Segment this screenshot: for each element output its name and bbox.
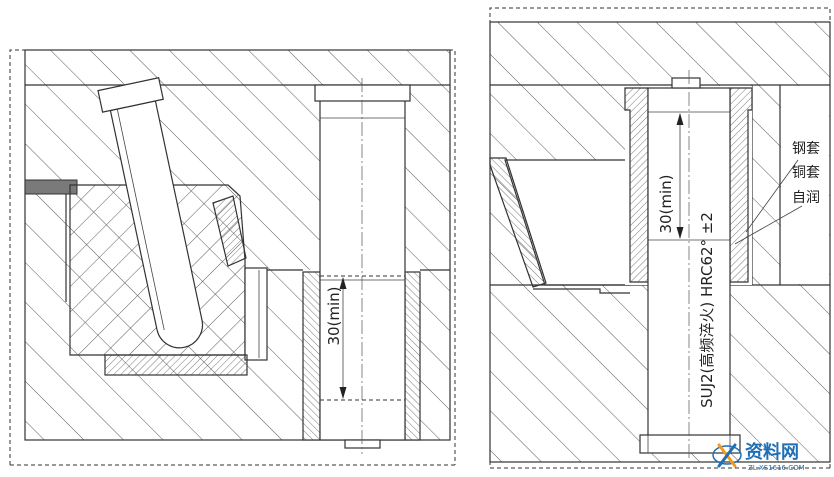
angle-pin (97, 77, 204, 349)
angle-pin-inner-line (116, 108, 165, 331)
left-guide-pin-bottom-stub (344, 439, 381, 449)
watermark-url: ZL.XS1616.COM (748, 464, 805, 472)
bushing-callouts: 钢套 铜套 自润 (734, 141, 820, 245)
left-bushing-wall-right (404, 271, 421, 441)
left-dimension-30min: 30(min) (320, 275, 405, 401)
x-logo-icon (712, 443, 742, 468)
left-section-view: 30(min) (9, 49, 456, 466)
left-guide-pin-head (314, 84, 411, 102)
left-dim-arrow-bottom (339, 387, 347, 399)
left-guide-pin-body (319, 99, 406, 441)
slider-clearance-gap (244, 267, 268, 361)
left-dimension-label: 30(min) (325, 286, 343, 345)
callout-leader-bronze-bushing (734, 205, 803, 245)
slider-wear-plate (104, 354, 248, 376)
left-bushing-wall-left (302, 271, 321, 441)
right-section-view: 30(min) SUJ2(高频淬火) HRC62° ±2 钢套 铜套 自润 (489, 7, 831, 469)
right-guide-pin-assembly (639, 70, 741, 460)
right-label-clear-zone (781, 86, 829, 284)
left-slide-bar (24, 179, 78, 195)
callout-steel-bushing: 钢套 (792, 141, 820, 157)
right-dashed-boundary (489, 7, 831, 468)
x-logo-ring (712, 445, 742, 465)
callout-bronze-bushing: 铜套 (792, 165, 820, 181)
cavity-step-line (533, 288, 630, 294)
right-dimension-label: 30(min) (657, 174, 675, 233)
left-guide-pin-assembly (302, 78, 421, 454)
angle-pin-head (97, 77, 164, 113)
left-dim-arrow-top (339, 277, 347, 289)
guide-pin-material-note: SUJ2(高频淬火) HRC62° ±2 (698, 212, 716, 408)
watermark-brand: 资料网 (745, 441, 799, 463)
right-dim-arrow-bottom (676, 227, 684, 239)
right-dimension-30min: 30(min) (648, 111, 730, 241)
right-dim-arrow-top (676, 113, 684, 125)
slider-heel-wedge (212, 195, 247, 267)
callout-leader-steel-bushing (745, 159, 799, 233)
angle-pin-body (109, 100, 204, 349)
watermark: 资料网 ZL.XS1616.COM (712, 441, 805, 472)
right-guide-pin-head (671, 77, 701, 89)
callout-self-lubricating: 自润 (792, 190, 820, 206)
right-guide-pin-base (639, 434, 741, 454)
x-logo-stroke-b (717, 443, 737, 468)
